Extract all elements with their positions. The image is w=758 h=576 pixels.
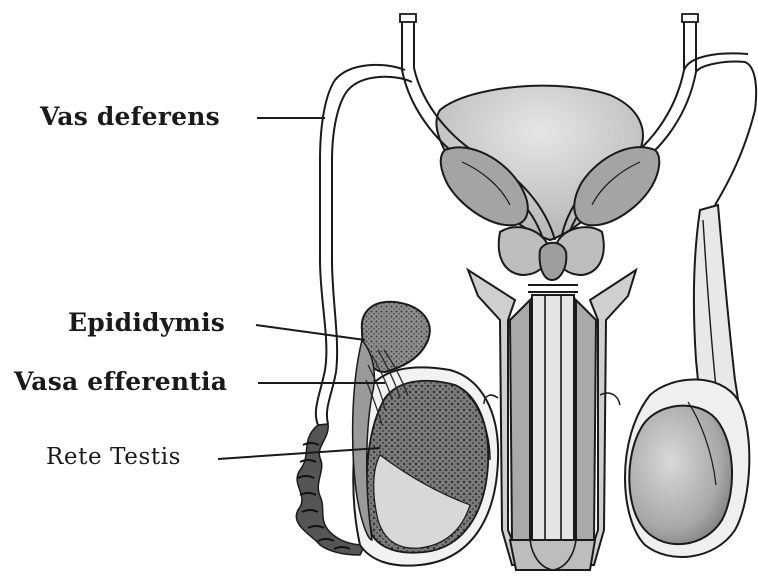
duct-caps xyxy=(400,14,698,22)
right-testis xyxy=(625,205,749,557)
left-testis xyxy=(353,302,499,566)
leader-epididymis xyxy=(256,325,365,340)
label-epididymis: Epididymis xyxy=(68,310,225,335)
label-rete-testis: Rete Testis xyxy=(46,446,181,469)
label-vas-deferens: Vas deferens xyxy=(40,104,220,129)
label-vasa-efferentia: Vasa efferentia xyxy=(14,369,227,394)
urethra-junction xyxy=(528,285,578,292)
